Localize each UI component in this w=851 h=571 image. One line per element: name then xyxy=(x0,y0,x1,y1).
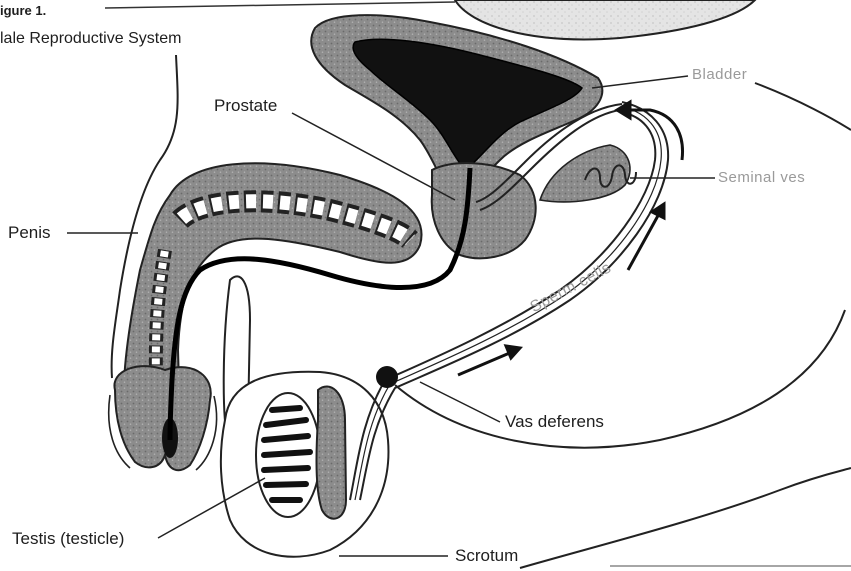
body-outline-back xyxy=(755,83,851,130)
seminal-vesicle xyxy=(540,145,636,202)
label-penis: Penis xyxy=(8,224,51,241)
figure-subtitle: lale Reproductive System xyxy=(0,31,181,47)
vas-junction-dot xyxy=(376,366,398,388)
body-outline-thigh xyxy=(520,468,851,568)
label-vas-deferens: Vas deferens xyxy=(505,413,604,430)
abdomen-shape xyxy=(455,0,755,39)
glans xyxy=(114,366,210,470)
label-scrotum: Scrotum xyxy=(455,547,518,564)
testis xyxy=(256,393,320,517)
label-seminal-vesicle: Seminal ves xyxy=(718,170,805,185)
epididymis xyxy=(317,387,346,519)
body-outline-perineum xyxy=(395,310,845,448)
figure-title: igure 1. xyxy=(0,4,46,17)
label-testis: Testis (testicle) xyxy=(12,530,124,547)
label-bladder: Bladder xyxy=(692,67,747,82)
top-pointer-line xyxy=(105,2,455,8)
label-prostate: Prostate xyxy=(214,97,277,114)
prostate xyxy=(432,163,536,258)
